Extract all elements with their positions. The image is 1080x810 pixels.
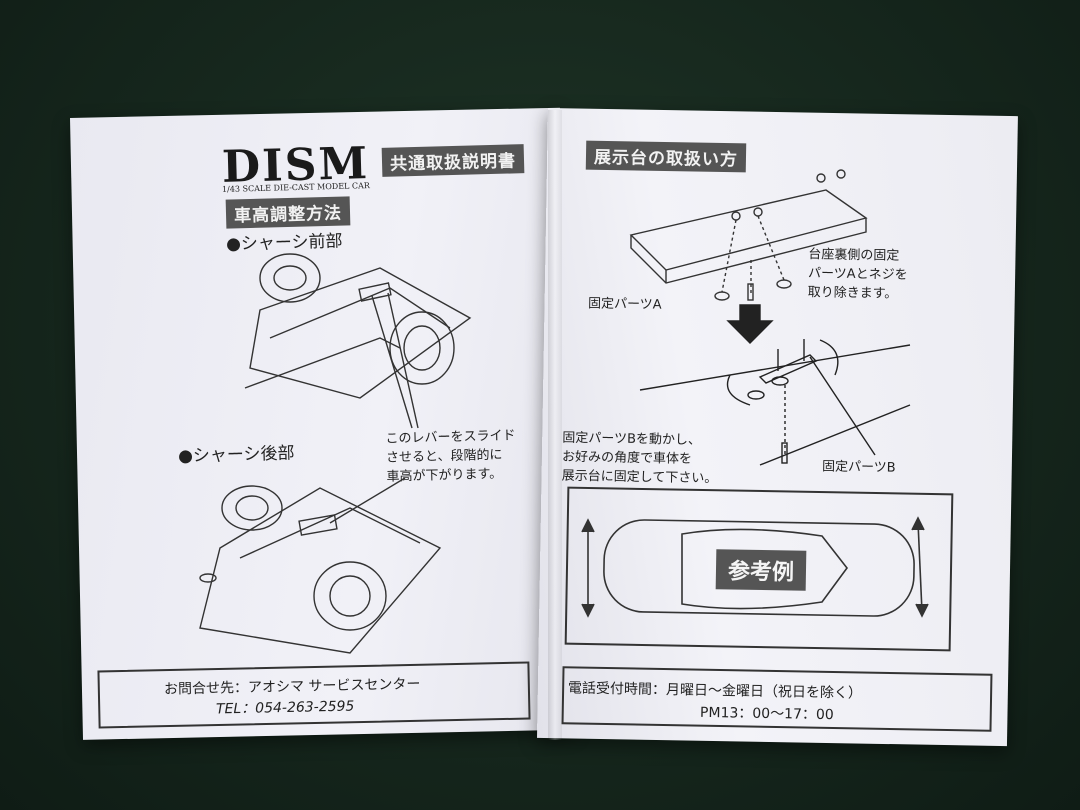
- rear-wheel-right: [313, 561, 387, 631]
- part-b-label: 固定パーツB: [821, 459, 896, 476]
- screw-b: [781, 442, 788, 464]
- rotate-arrow-right-icon: [819, 339, 839, 376]
- phone-number: TEL：054-263-2595: [215, 698, 355, 718]
- chassis-front-diagram: [244, 253, 472, 429]
- paper-fold-crease: [548, 110, 562, 740]
- reference-example-label: 参考例: [715, 549, 807, 591]
- remove-note-line-1: 台座裏側の固定: [808, 247, 900, 264]
- remove-note-line-2: パーツAとネジを: [807, 266, 908, 283]
- screw-a: [747, 283, 754, 301]
- car-body-outline: [603, 519, 915, 617]
- rotate-arrow-left-icon: [726, 374, 751, 406]
- car-top-view-diagram: [581, 516, 929, 618]
- front-lever: [358, 282, 392, 302]
- ride-height-title: 車高調整方法: [225, 196, 351, 229]
- remove-parts-note: 台座裏側の固定 パーツAとネジを 取り除きます。: [808, 245, 909, 304]
- hours-time: PM13：00～17：00: [699, 704, 834, 724]
- base-edge-line: [639, 344, 911, 391]
- manual-title: 共通取扱説明書: [381, 144, 525, 177]
- part-a-pin: [816, 173, 826, 183]
- front-wheel-right: [389, 311, 455, 385]
- fix-note-line-3: 展示台に固定して下さい。: [561, 468, 718, 487]
- fix-part-b-note: 固定パーツBを動かし、 お好みの角度で車体を 展示台に固定して下さい。: [562, 429, 719, 489]
- part-a-washer: [714, 291, 730, 301]
- part-b-plate: [758, 354, 818, 384]
- right-tilt-arrow-icon: [917, 521, 923, 613]
- down-arrow-icon: [726, 304, 774, 344]
- rear-lever: [298, 514, 338, 536]
- rear-wheel-left: [221, 485, 283, 531]
- display-base-diagram: [629, 169, 868, 301]
- chassis-rear-label: ●シャーシ後部: [177, 443, 295, 467]
- chassis-rear-diagram: [199, 477, 442, 654]
- front-wheel-left: [259, 253, 321, 303]
- part-b-diagram: [639, 304, 911, 466]
- remove-note-line-3: 取り除きます。: [807, 285, 898, 302]
- car-cabin-outline: [681, 528, 849, 610]
